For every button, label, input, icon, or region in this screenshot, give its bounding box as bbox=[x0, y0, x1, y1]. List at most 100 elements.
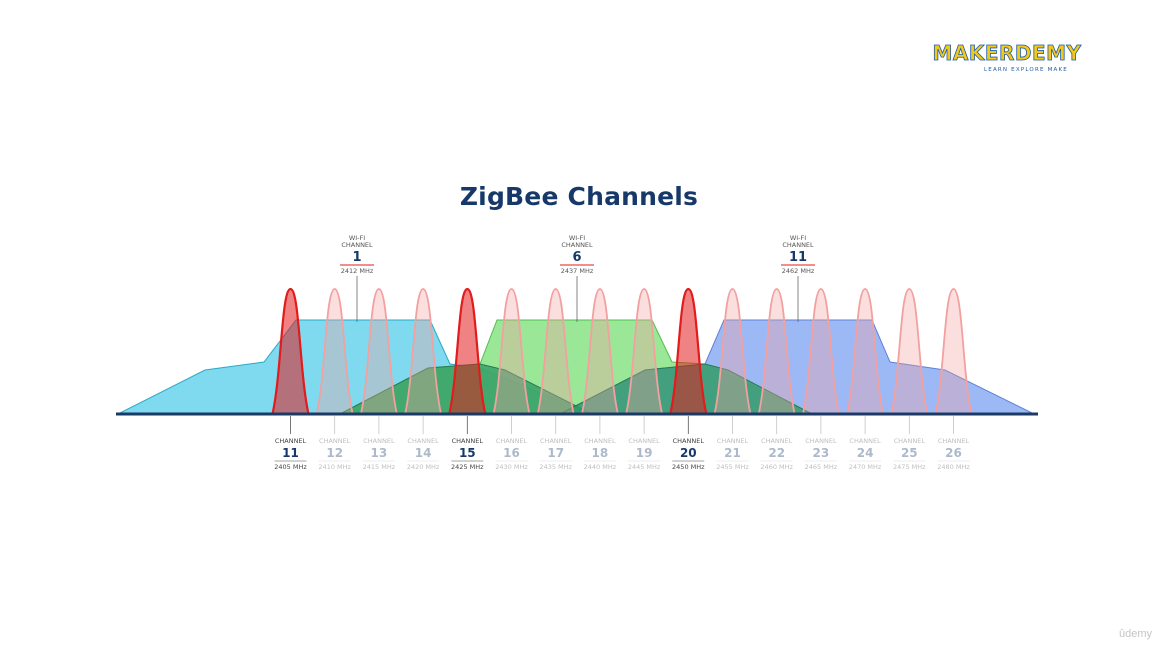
wifi-frequency: 2437 MHz bbox=[561, 267, 594, 275]
wifi-channel-number: 1 bbox=[352, 250, 361, 265]
zigbee-channel-number: 21 bbox=[724, 446, 741, 460]
zigbee-label-channel: CHANNEL bbox=[319, 437, 351, 445]
zigbee-channel-number: 17 bbox=[547, 446, 564, 460]
wifi-channel-number: 11 bbox=[789, 250, 807, 265]
udemy-watermark: ûdemy bbox=[1118, 628, 1152, 640]
zigbee-channel-number: 14 bbox=[415, 446, 432, 460]
zigbee-channel-24-lobe bbox=[846, 288, 884, 415]
zigbee-channel-18-lobe bbox=[581, 288, 619, 415]
zigbee-frequency: 2430 MHz bbox=[495, 463, 528, 471]
wifi-label-channel: CHANNEL bbox=[561, 241, 593, 249]
zigbee-frequency: 2410 MHz bbox=[318, 463, 351, 471]
zigbee-label-channel: CHANNEL bbox=[275, 437, 307, 445]
diagram-title: ZigBee Channels bbox=[459, 182, 699, 211]
zigbee-channel-11-lobe bbox=[271, 287, 310, 415]
zigbee-label-channel: CHANNEL bbox=[894, 437, 926, 445]
zigbee-frequency: 2445 MHz bbox=[628, 463, 661, 471]
wifi-label-top: WI-FI bbox=[569, 234, 585, 242]
zigbee-label-channel: CHANNEL bbox=[452, 437, 484, 445]
wifi-label-top: WI-FI bbox=[349, 234, 365, 242]
zigbee-label-channel: CHANNEL bbox=[363, 437, 395, 445]
logo-wordmark: MAKERDEMY bbox=[932, 41, 1081, 65]
zigbee-channel-number: 22 bbox=[768, 446, 785, 460]
wifi-label-top: WI-FI bbox=[790, 234, 806, 242]
zigbee-label-channel: CHANNEL bbox=[805, 437, 837, 445]
zigbee-label-channel: CHANNEL bbox=[407, 437, 439, 445]
zigbee-channel-number: 24 bbox=[857, 446, 874, 460]
wifi-label-ch1: WI-FI CHANNEL 1 2412 MHz bbox=[340, 234, 374, 322]
zigbee-channel-number: 12 bbox=[326, 446, 343, 460]
zigbee-channel-number: 15 bbox=[459, 446, 476, 460]
zigbee-channel-25-lobe bbox=[890, 288, 929, 415]
zigbee-channel-20-lobe bbox=[669, 287, 708, 415]
zigbee-channel-number: 18 bbox=[592, 446, 609, 460]
zigbee-channel-22-lobe bbox=[757, 288, 796, 415]
zigbee-label-channel: CHANNEL bbox=[673, 437, 705, 445]
zigbee-channel-16-lobe bbox=[492, 288, 531, 415]
zigbee-frequency: 2440 MHz bbox=[584, 463, 617, 471]
zigbee-label-channel: CHANNEL bbox=[938, 437, 970, 445]
zigbee-channel-number: 13 bbox=[371, 446, 388, 460]
wifi-label-ch11: WI-FI CHANNEL 11 2462 MHz bbox=[781, 234, 815, 322]
zigbee-frequency: 2405 MHz bbox=[274, 463, 307, 471]
zigbee-frequency: 2425 MHz bbox=[451, 463, 484, 471]
wifi-label-channel: CHANNEL bbox=[341, 241, 373, 249]
zigbee-frequency: 2455 MHz bbox=[716, 463, 749, 471]
zigbee-frequency: 2420 MHz bbox=[407, 463, 440, 471]
zigbee-channel-15-lobe bbox=[448, 287, 487, 415]
zigbee-label-channel: CHANNEL bbox=[584, 437, 616, 445]
wifi-label-channel: CHANNEL bbox=[782, 241, 814, 249]
zigbee-label-channel: CHANNEL bbox=[761, 437, 793, 445]
zigbee-frequency: 2435 MHz bbox=[539, 463, 572, 471]
zigbee-frequency: 2465 MHz bbox=[805, 463, 838, 471]
zigbee-channel-21-lobe bbox=[713, 288, 752, 415]
zigbee-channel-17-lobe bbox=[536, 288, 575, 415]
zigbee-label-channel: CHANNEL bbox=[717, 437, 749, 445]
zigbee-channel-13-lobe bbox=[360, 288, 398, 415]
zigbee-frequency: 2450 MHz bbox=[672, 463, 705, 471]
zigbee-frequency: 2415 MHz bbox=[363, 463, 396, 471]
zigbee-label-channel: CHANNEL bbox=[628, 437, 660, 445]
zigbee-frequency: 2470 MHz bbox=[849, 463, 882, 471]
zigbee-label-channel: CHANNEL bbox=[496, 437, 528, 445]
zigbee-channel-12-lobe bbox=[315, 288, 354, 415]
zigbee-channel-number: 11 bbox=[282, 446, 299, 460]
wifi-frequency: 2462 MHz bbox=[782, 267, 815, 275]
zigbee-channel-number: 19 bbox=[636, 446, 653, 460]
zigbee-frequency: 2480 MHz bbox=[937, 463, 970, 471]
wifi-label-ch6: WI-FI CHANNEL 6 2437 MHz bbox=[560, 234, 594, 322]
zigbee-channel-number: 16 bbox=[503, 446, 520, 460]
zigbee-label-channel: CHANNEL bbox=[540, 437, 572, 445]
zigbee-channel-26-lobe bbox=[934, 288, 973, 415]
zigbee-channel-23-lobe bbox=[802, 288, 840, 415]
zigbee-frequency: 2460 MHz bbox=[760, 463, 793, 471]
wifi-channel-number: 6 bbox=[572, 250, 581, 265]
zigbee-channel-19-lobe bbox=[625, 288, 663, 415]
zigbee-lobes bbox=[271, 287, 973, 415]
zigbee-label-channel: CHANNEL bbox=[849, 437, 881, 445]
zigbee-channel-number: 26 bbox=[945, 446, 962, 460]
zigbee-channel-14-lobe bbox=[404, 288, 442, 415]
wifi-frequency: 2412 MHz bbox=[341, 267, 374, 275]
zigbee-channel-number: 23 bbox=[813, 446, 830, 460]
zigbee-channel-number: 20 bbox=[680, 446, 697, 460]
zigbee-frequency: 2475 MHz bbox=[893, 463, 926, 471]
